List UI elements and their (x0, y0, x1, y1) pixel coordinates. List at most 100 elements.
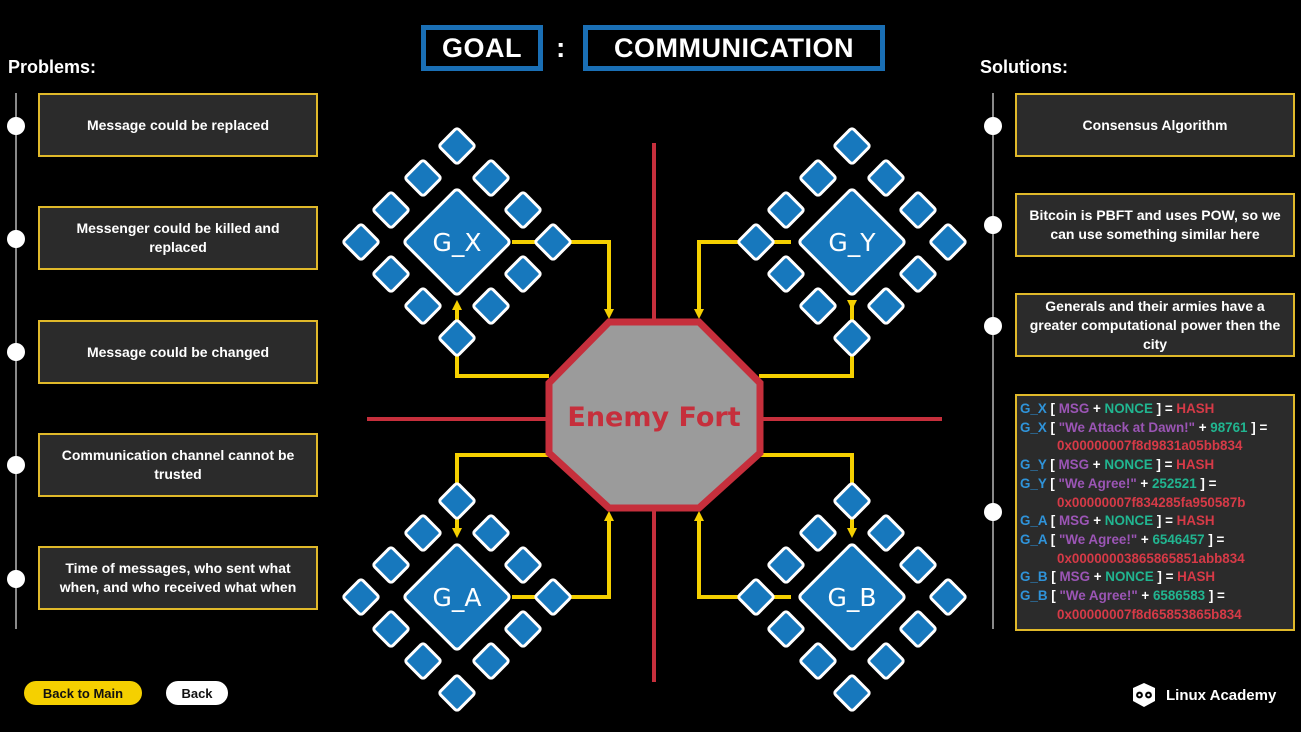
code-hash-value: 0x00000007f8d65853865b834 (1057, 606, 1242, 622)
army-unit (867, 287, 905, 325)
goal-box: GOAL (421, 25, 543, 71)
general-node (403, 188, 511, 296)
army-unit (929, 223, 967, 261)
army-unit (534, 223, 572, 261)
code-line: G_A [ MSG + NONCE ] = HASH (1020, 513, 1215, 529)
problem-text: Communication channel cannot be trusted (61, 447, 295, 482)
general-node (798, 188, 906, 296)
problem-text: Messenger could be killed and replaced (76, 220, 280, 255)
problem-card: Message could be replaced (38, 93, 318, 157)
army-unit (867, 514, 905, 552)
problem-card: Time of messages, who sent what when, an… (38, 546, 318, 610)
title-colon: : (556, 32, 566, 63)
timeline-dot (984, 503, 1002, 521)
army-unit (372, 255, 410, 293)
solution-card: Bitcoin is PBFT and uses POW, so we can … (1015, 193, 1295, 257)
army-unit (899, 610, 937, 648)
timeline-dot (984, 317, 1002, 335)
problem-text: Message could be replaced (86, 116, 270, 133)
general-label: G_X (433, 228, 482, 257)
army-unit (438, 674, 476, 712)
timeline-dot (984, 117, 1002, 135)
solution-card: Consensus Algorithm (1015, 93, 1295, 157)
army-unit (504, 546, 542, 584)
code-line: G_A [ "We Agree!" + 6546457 ] = (1020, 531, 1225, 547)
army-unit (504, 191, 542, 229)
solution-text: Bitcoin is PBFT and uses POW, so we can … (1029, 207, 1281, 242)
army-unit (767, 255, 805, 293)
army-unit (737, 223, 775, 261)
army-unit (833, 127, 871, 165)
back-button[interactable]: Back (166, 681, 228, 705)
army-unit (438, 482, 476, 520)
topic-label: COMMUNICATION (614, 32, 854, 63)
hash-code-card: G_X [ MSG + NONCE ] = HASH G_X [ "We Att… (1015, 394, 1295, 631)
army-unit (737, 578, 775, 616)
general-cluster: G_A (342, 482, 572, 712)
army-unit (404, 642, 442, 680)
army-unit (372, 191, 410, 229)
army-unit (867, 642, 905, 680)
topic-box: COMMUNICATION (583, 25, 885, 71)
general-node (403, 543, 511, 651)
army-unit (799, 642, 837, 680)
code-line: G_Y [ "We Agree!" + 252521 ] = (1020, 475, 1217, 491)
army-unit (404, 287, 442, 325)
army-unit (899, 546, 937, 584)
solutions-timeline (992, 93, 994, 629)
brand-logo: Linux Academy (1130, 682, 1276, 708)
problems-timeline (15, 93, 17, 629)
timeline-dot (7, 570, 25, 588)
general-cluster: G_B (737, 482, 967, 712)
army-unit (504, 610, 542, 648)
army-unit (472, 287, 510, 325)
army-unit (472, 642, 510, 680)
army-unit (799, 159, 837, 197)
army-unit (799, 514, 837, 552)
arrow-fort-to-ga (452, 453, 549, 538)
solution-text: Generals and their armies have a greater… (1029, 297, 1281, 352)
army-unit (767, 610, 805, 648)
back-to-main-button[interactable]: Back to Main (24, 681, 142, 705)
problem-card: Messenger could be killed and replaced (38, 206, 318, 270)
general-label: G_A (433, 583, 482, 612)
enemy-fort-label: Enemy Fort (567, 402, 740, 433)
army-unit (438, 127, 476, 165)
army-unit (342, 223, 380, 261)
code-hash-value: 0x00000007f834285fa950587b (1057, 494, 1246, 510)
problem-text: Time of messages, who sent what when, an… (59, 560, 297, 595)
army-unit (372, 546, 410, 584)
solution-card: Generals and their armies have a greater… (1015, 293, 1295, 357)
problem-card: Message could be changed (38, 320, 318, 384)
code-line: G_B [ MSG + NONCE ] = HASH (1020, 569, 1216, 585)
army-unit (472, 514, 510, 552)
timeline-dot (7, 456, 25, 474)
timeline-dot (7, 230, 25, 248)
army-unit (899, 191, 937, 229)
army-unit (929, 578, 967, 616)
code-line: G_B [ "We Agree!" + 6586583 ] = (1020, 588, 1225, 604)
arrow-fort-to-gb (759, 453, 857, 538)
army-unit (404, 514, 442, 552)
general-label: G_B (827, 583, 876, 612)
code-hash-value: 0x00000003865865851abb834 (1057, 550, 1245, 566)
brand-name: Linux Academy (1166, 686, 1277, 704)
army-unit (867, 159, 905, 197)
goal-label: GOAL (442, 32, 522, 63)
timeline-dot (7, 117, 25, 135)
army-unit (767, 546, 805, 584)
problem-text: Message could be changed (86, 343, 270, 360)
army-unit (534, 578, 572, 616)
general-node (798, 543, 906, 651)
solution-text: Consensus Algorithm (1082, 116, 1228, 133)
code-hash-value: 0x00000007f8d9831a05bb834 (1057, 438, 1243, 454)
timeline-dot (7, 343, 25, 361)
army-unit (504, 255, 542, 293)
army-unit (899, 255, 937, 293)
enemy-fort-octagon (545, 318, 764, 512)
timeline-dot (984, 216, 1002, 234)
army-unit (472, 159, 510, 197)
army-unit (372, 610, 410, 648)
